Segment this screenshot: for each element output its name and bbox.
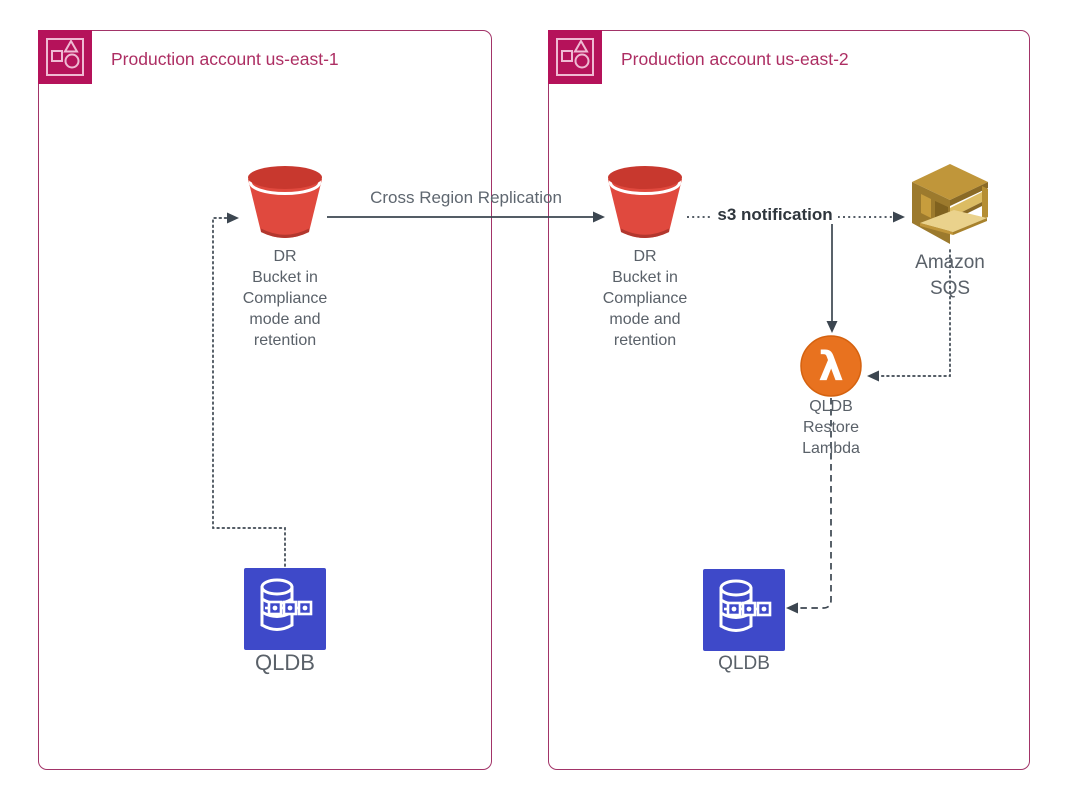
edge-qldb-to-bucket <box>212 217 286 567</box>
arrowhead-into-right-bucket <box>593 211 605 223</box>
edge-lambda-to-qldb <box>798 398 832 609</box>
arrowhead-into-sqs <box>893 211 905 223</box>
qldb-icon <box>703 569 785 651</box>
arrowhead-into-lambda-top <box>826 321 838 333</box>
s3-bucket-icon <box>246 164 324 240</box>
label-line: Amazon <box>915 252 985 273</box>
arrowhead-into-qldb <box>786 602 798 614</box>
label-line: Bucket in <box>612 269 678 286</box>
svg-text:λ: λ <box>818 344 843 390</box>
label-line: DR <box>633 248 657 265</box>
label-line: mode and <box>249 311 321 328</box>
dr-bucket-left-label: DR Bucket in Compliance mode and retenti… <box>210 246 360 351</box>
label-line: retention <box>253 332 317 349</box>
edge-sqs-to-lambda <box>878 249 951 377</box>
account-group-title: Production account us-east-2 <box>621 49 849 69</box>
sqs-icon <box>912 164 988 244</box>
s3-notification-text: s3 notification <box>712 205 838 224</box>
label-line: Lambda <box>802 440 860 457</box>
label-line: DR <box>273 248 297 265</box>
label-line: Bucket in <box>252 269 318 286</box>
label-line: Restore <box>802 419 860 436</box>
sqs-label: Amazon SQS <box>875 250 1025 302</box>
qldb-left-label: QLDB <box>255 650 315 675</box>
account-group-us-east-1: Production account us-east-1 <box>38 30 492 770</box>
label-line: Compliance <box>242 290 328 307</box>
arrowhead-into-lambda-right <box>867 370 879 382</box>
label-line: SQS <box>929 278 971 299</box>
dr-bucket-right-label: DR Bucket in Compliance mode and retenti… <box>570 246 720 351</box>
lambda-label: QLDB Restore Lambda <box>756 396 906 459</box>
arrowhead-into-left-bucket <box>227 212 239 224</box>
qldb-right-label: QLDB <box>718 653 770 674</box>
cross-region-replication-label: Cross Region Replication <box>370 188 562 207</box>
qldb-icon <box>244 568 326 650</box>
label-line: Compliance <box>602 290 688 307</box>
s3-bucket-icon <box>606 164 684 240</box>
account-group-title: Production account us-east-1 <box>111 49 339 69</box>
label-line: mode and <box>609 311 681 328</box>
s3-notification-label: s3 notification <box>685 204 865 226</box>
label-line: QLDB <box>809 398 853 415</box>
lambda-icon: λ <box>800 335 862 397</box>
account-group-us-east-2: Production account us-east-2 <box>548 30 1030 770</box>
label-line: retention <box>613 332 677 349</box>
